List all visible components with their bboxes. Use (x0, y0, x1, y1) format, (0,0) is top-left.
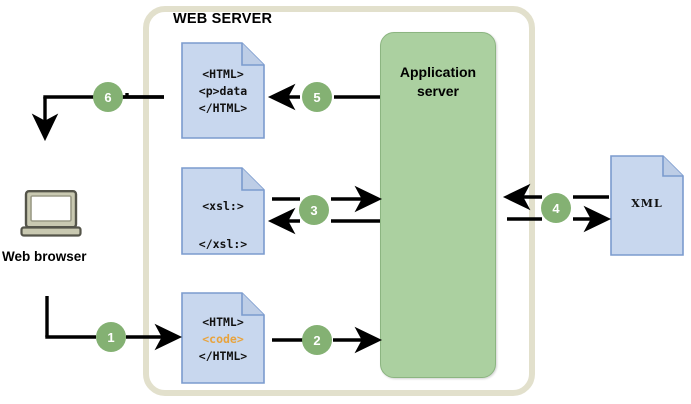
step-marker-6[interactable]: 6 (93, 82, 123, 112)
step-marker-3[interactable]: 3 (299, 195, 329, 225)
doc-line-3: </HTML> (198, 101, 248, 115)
html-input-document-text: <HTML> <code> </HTML> (181, 314, 265, 365)
step-marker-5[interactable]: 5 (302, 82, 332, 112)
xsl-stylesheet-document-text: <xsl:> </xsl:> (181, 187, 265, 263)
web-server-title: WEB SERVER (173, 11, 273, 27)
web-server-container (143, 6, 535, 396)
doc-line-2: </xsl:> (198, 237, 248, 251)
application-server-label-line1: Application (399, 64, 477, 80)
web-browser-label: Web browser (2, 249, 87, 264)
doc-line-1: <HTML> (202, 315, 244, 329)
laptop-icon (20, 190, 82, 238)
application-server-label: Application server (381, 63, 495, 101)
html-input-document[interactable]: <HTML> <code> </HTML> (181, 292, 265, 384)
application-server-box[interactable]: Application server (380, 32, 496, 378)
xsl-stylesheet-document[interactable]: <xsl:> </xsl:> (181, 167, 265, 255)
doc-line-1: <xsl:> (202, 199, 244, 213)
step-marker-4[interactable]: 4 (541, 193, 571, 223)
doc-line-2-code: <code> (202, 332, 244, 346)
doc-line-3: </HTML> (198, 349, 248, 363)
xml-document[interactable]: XML (610, 155, 684, 256)
doc-line-2: <p>data (198, 84, 248, 98)
step-marker-2[interactable]: 2 (302, 325, 332, 355)
doc-line-1: <HTML> (202, 67, 244, 81)
xml-document-label: XML (631, 197, 663, 210)
step-marker-1[interactable]: 1 (96, 322, 126, 352)
application-server-label-line2: server (416, 83, 460, 99)
html-output-document[interactable]: <HTML> <p>data </HTML> (181, 42, 265, 139)
html-output-document-text: <HTML> <p>data </HTML> (181, 66, 265, 117)
